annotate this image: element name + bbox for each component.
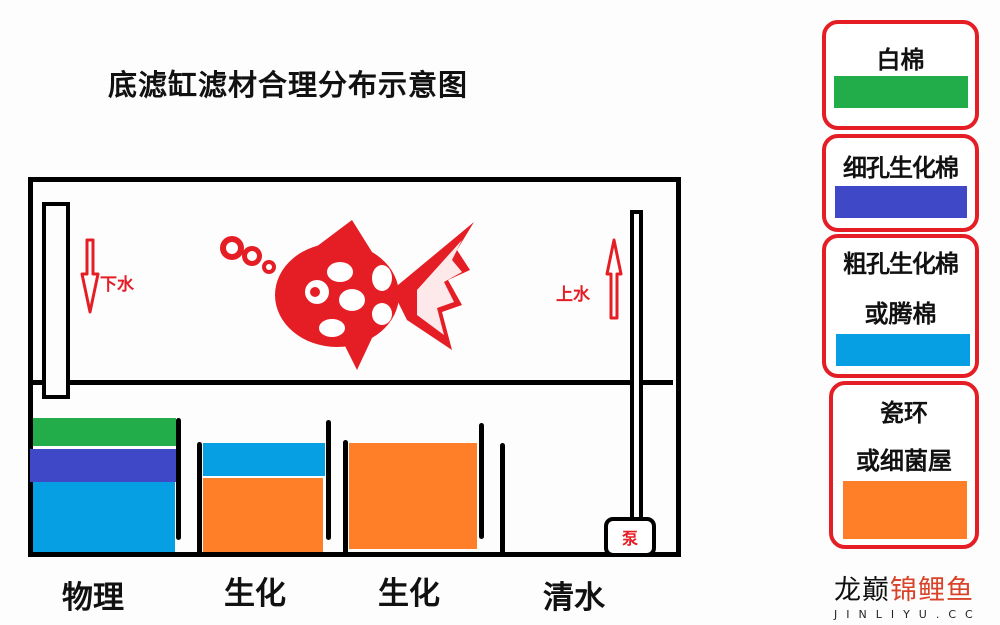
legend-swatch-orange	[843, 481, 967, 539]
partition-6	[500, 443, 505, 554]
overflow-label: 下水	[100, 275, 134, 295]
layer-coarse-bio-cotton	[203, 443, 325, 476]
layer-ceramic-rings	[203, 478, 323, 552]
tank-sump-divider	[33, 380, 673, 385]
legend-item-ceramic-rings: 瓷环 或细菌屋	[829, 381, 979, 549]
watermark-brand-black: 龙巅	[834, 575, 890, 606]
layer-ceramic-rings	[349, 443, 477, 549]
chamber-label-physical: 物理	[62, 580, 124, 616]
partition-4	[343, 440, 348, 554]
legend-label: 细孔生化棉	[843, 154, 959, 182]
legend-swatch-light-blue	[836, 334, 970, 366]
layer-coarse-bio-cotton	[33, 482, 175, 552]
layer-white-cotton	[33, 418, 176, 446]
legend-label: 粗孔生化棉	[843, 250, 959, 278]
down-arrow-icon	[80, 238, 100, 314]
legend-swatch-blue-purple	[835, 186, 967, 218]
tank-frame	[28, 177, 681, 557]
legend-label-line2: 或细菌屋	[856, 447, 952, 475]
watermark-domain: JINLIYU.CC	[834, 608, 982, 621]
legend-label: 白棉	[876, 46, 925, 74]
legend-item-white-cotton: 白棉	[822, 20, 979, 130]
watermark-logo: 龙巅锦鲤鱼 JINLIYU.CC	[834, 568, 982, 621]
chamber-label-clean-water: 清水	[543, 580, 605, 616]
up-arrow-icon	[605, 238, 623, 320]
partition-3	[326, 420, 331, 540]
chamber-label-bio-2: 生化	[378, 576, 440, 612]
pump: 泵	[604, 517, 656, 557]
legend-label: 瓷环	[880, 399, 928, 427]
partition-5	[479, 423, 484, 539]
legend-item-fine-bio-cotton: 细孔生化棉	[822, 134, 979, 232]
fish-decoration-icon	[220, 220, 474, 370]
layer-fine-bio-cotton	[30, 449, 176, 482]
partition-2	[197, 442, 202, 554]
diagram-title: 底滤缸滤材合理分布示意图	[108, 68, 469, 102]
partition-1	[176, 418, 181, 540]
chamber-label-bio-1: 生化	[224, 576, 286, 612]
legend-item-coarse-bio-cotton: 粗孔生化棉 或腾棉	[822, 234, 979, 378]
legend-label-line2: 或腾棉	[864, 300, 937, 328]
overflow-pipe	[42, 202, 70, 399]
return-label: 上水	[556, 285, 590, 305]
return-pipe	[630, 210, 643, 524]
legend-swatch-green	[834, 76, 968, 108]
watermark-brand-red: 锦鲤鱼	[890, 575, 974, 606]
